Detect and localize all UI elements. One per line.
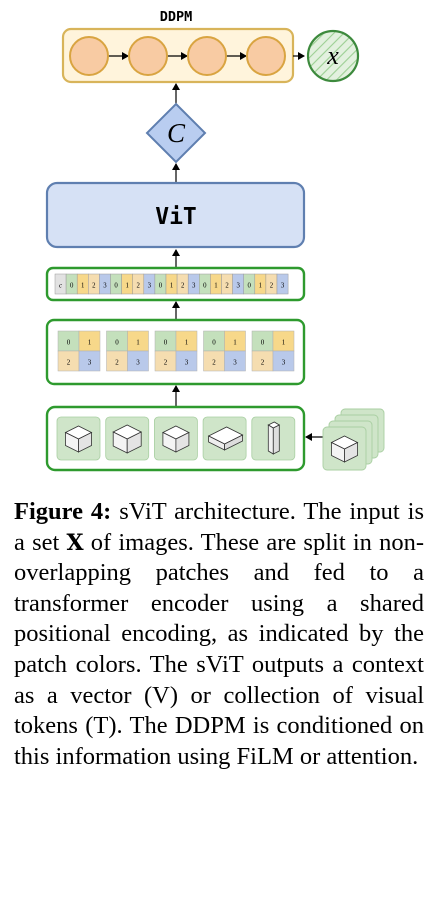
input-image-stack <box>322 408 385 471</box>
image-tile <box>153 416 198 461</box>
caption-text-2: of images. These are split in non-overla… <box>14 528 424 770</box>
token-label: 1 <box>170 283 173 290</box>
patch-grid: 0 1 2 3 <box>57 330 101 372</box>
token-label: 1 <box>125 283 128 290</box>
token-label: 3 <box>148 283 152 290</box>
patch-label: 1 <box>233 339 237 347</box>
token-label: 3 <box>192 283 196 290</box>
token-label: 0 <box>203 283 207 290</box>
caption-label: Figure 4: <box>14 498 112 525</box>
token-label: 0 <box>159 283 163 290</box>
token-label: 2 <box>270 283 274 290</box>
vit-block <box>45 181 306 249</box>
caption-set-symbol: X <box>66 529 84 556</box>
patch-grid: 0 1 2 3 <box>106 330 149 372</box>
token-label: 2 <box>92 283 96 290</box>
output-sample-node <box>306 29 360 83</box>
image-tile <box>202 416 247 461</box>
image-tile <box>251 416 296 461</box>
patch-label: 0 <box>67 339 71 347</box>
patch-label: 2 <box>115 359 119 367</box>
patch-label: 3 <box>282 359 286 367</box>
patch-grid: 0 1 2 3 <box>203 330 246 372</box>
token-label: 3 <box>281 283 285 290</box>
patch-label: 3 <box>88 359 92 367</box>
ddpm-title: DDPM <box>160 9 193 25</box>
patch-label: 0 <box>115 339 119 347</box>
figure-caption: Figure 4: sViT architecture. The input i… <box>14 497 424 772</box>
patch-label: 1 <box>282 339 286 347</box>
patch-label: 0 <box>212 339 216 347</box>
ddpm-step-node <box>246 36 286 76</box>
image-tile <box>105 416 150 461</box>
patch-cell <box>127 350 149 372</box>
image-tile <box>56 416 101 461</box>
patch-grid: 0 1 2 3 <box>154 330 198 372</box>
patch-label: 2 <box>67 359 71 367</box>
ddpm-step-node <box>187 36 227 76</box>
context-label: C <box>167 118 186 148</box>
image-set <box>56 416 296 461</box>
patch-label: 3 <box>233 359 237 367</box>
output-label: x <box>326 41 339 70</box>
token-label: 0 <box>70 283 74 290</box>
patch-cell <box>272 350 295 372</box>
token-label: 3 <box>103 283 107 290</box>
patch-label: 2 <box>164 359 168 367</box>
caption-text-1: sViT architecture. The input is a set <box>14 498 424 556</box>
token-label: 2 <box>137 283 141 290</box>
token-label: 1 <box>214 283 217 290</box>
patch-label: 1 <box>88 339 92 347</box>
token-label: 2 <box>181 283 185 290</box>
token-cell <box>276 273 289 295</box>
token-label: 2 <box>225 283 229 290</box>
patch-groups: 0 1 2 3 0 1 2 3 0 1 2 3 0 1 2 3 0 1 2 3 <box>57 330 295 372</box>
ddpm-step-node <box>128 36 168 76</box>
token-label: 0 <box>114 283 118 290</box>
patch-cell <box>78 350 101 372</box>
ddpm-denoising-chain <box>69 36 286 76</box>
patch-cell <box>175 350 198 372</box>
patch-label: 0 <box>261 339 265 347</box>
patch-label: 2 <box>261 359 265 367</box>
token-label: 3 <box>236 283 240 290</box>
token-label: 1 <box>81 283 84 290</box>
vit-label: ViT <box>155 204 197 230</box>
patch-cell <box>224 350 246 372</box>
ddpm-step-node <box>69 36 109 76</box>
patch-grid: 0 1 2 3 <box>251 330 295 372</box>
patch-label: 3 <box>136 359 140 367</box>
context-diamond <box>145 102 207 164</box>
token-label: 1 <box>259 283 262 290</box>
token-label: 0 <box>248 283 252 290</box>
patch-label: 2 <box>212 359 216 367</box>
patch-label: 3 <box>185 359 189 367</box>
patch-label: 1 <box>136 339 140 347</box>
patch-label: 1 <box>185 339 189 347</box>
token-label: c <box>59 283 62 290</box>
patch-label: 0 <box>164 339 168 347</box>
